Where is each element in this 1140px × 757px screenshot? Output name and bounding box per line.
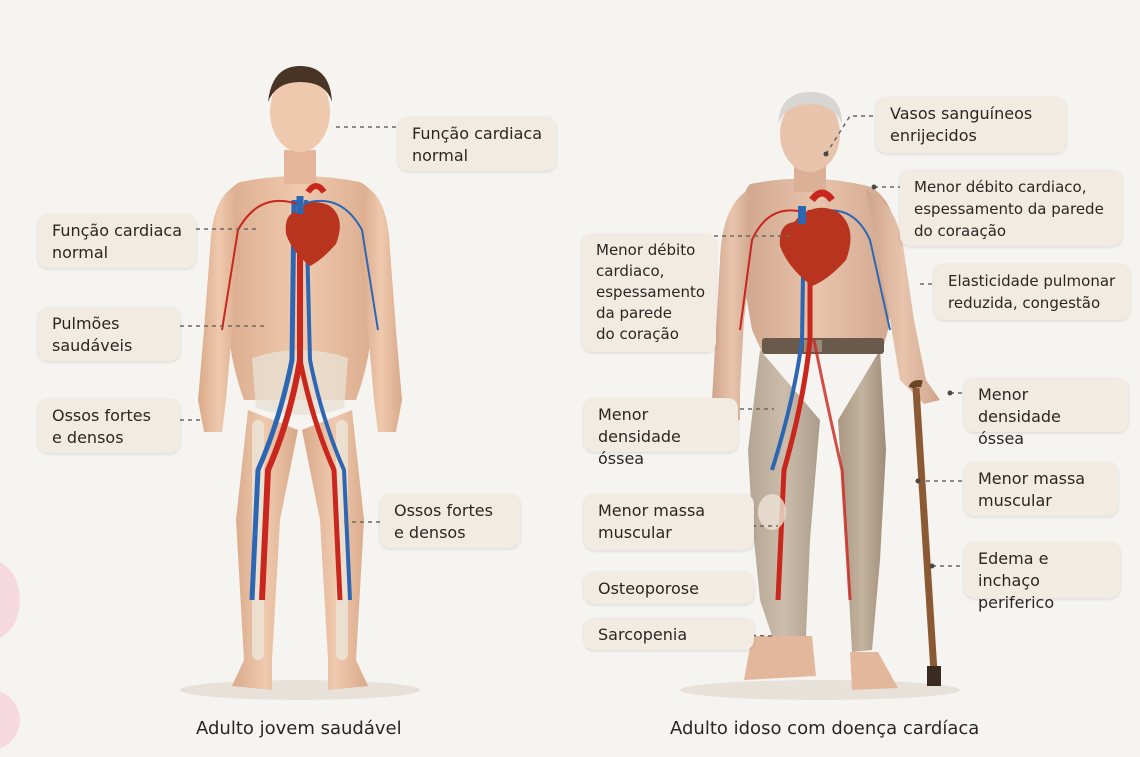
label-edema: Edema e inchaço periferico xyxy=(964,542,1120,598)
label-strong-bones-right: Ossos fortes e densos xyxy=(380,494,520,548)
label-bone-density-right: Menor densidade óssea xyxy=(964,378,1128,432)
label-stiff-vessels: Vasos sanguíneos enrijecidos xyxy=(876,97,1066,153)
label-osteoporosis: Osteoporose xyxy=(584,572,754,604)
label-strong-bones-left: Ossos fortes e densos xyxy=(38,399,180,453)
label-bone-density-left: Menor densidade óssea xyxy=(584,398,738,452)
young-adult-figure xyxy=(180,66,420,700)
label-heart-function-left: Função cardiaca normal xyxy=(38,214,196,268)
caption-young-adult: Adulto jovem saudável xyxy=(196,718,402,739)
label-cardiac-output-right: Menor débito cardiaco, espessamento da p… xyxy=(900,170,1122,246)
label-sarcopenia: Sarcopenia xyxy=(584,618,754,650)
caption-elderly-adult: Adulto idoso com doença cardíaca xyxy=(670,718,979,739)
label-cardiac-output-left: Menor débito cardiaco, espessamento da p… xyxy=(582,234,716,352)
label-healthy-lungs: Pulmões saudáveis xyxy=(38,307,180,361)
label-lung-elasticity: Elasticidade pulmonar reduzida, congestã… xyxy=(934,264,1130,320)
label-muscle-mass-left: Menor massa muscular xyxy=(584,494,754,550)
label-heart-function-right: Função cardiaca normal xyxy=(398,117,556,171)
label-muscle-mass-right: Menor massa muscular xyxy=(964,462,1118,516)
